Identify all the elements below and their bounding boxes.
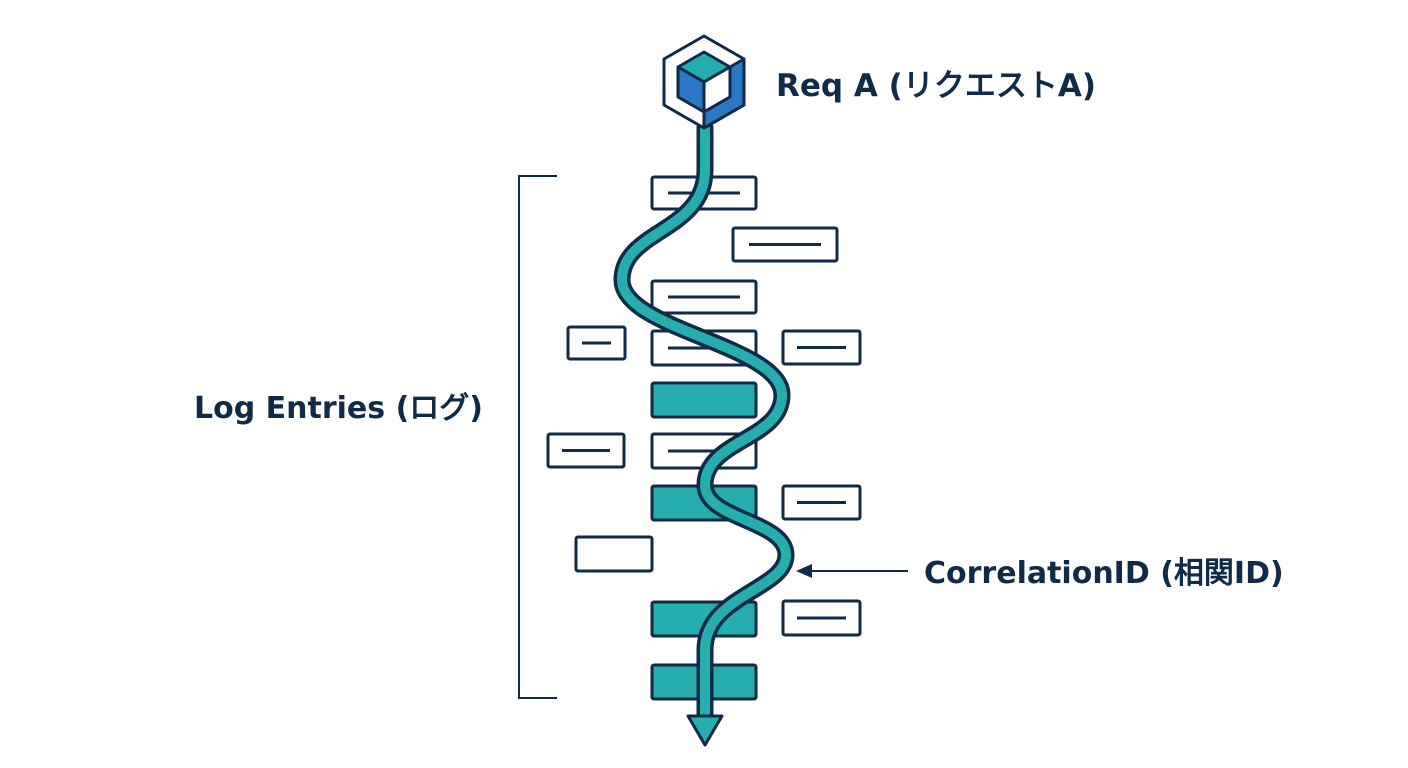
log-entry-box: [650, 381, 758, 419]
arrow-left-icon: [796, 564, 908, 578]
log-entry-box: [574, 535, 654, 573]
log-entries-group: [546, 175, 862, 701]
log-entries-label: Log Entries (ログ): [194, 391, 483, 426]
arrow-down-icon: [686, 714, 724, 747]
cube-icon: [662, 34, 746, 130]
log-entries-bracket: [518, 175, 557, 699]
request-label: Req A (リクエストA): [776, 68, 1096, 104]
correlation-flow: [613, 119, 795, 747]
correlation-flow-line: [617, 123, 791, 723]
correlation-id-label: CorrelationID (相関ID): [924, 556, 1284, 591]
